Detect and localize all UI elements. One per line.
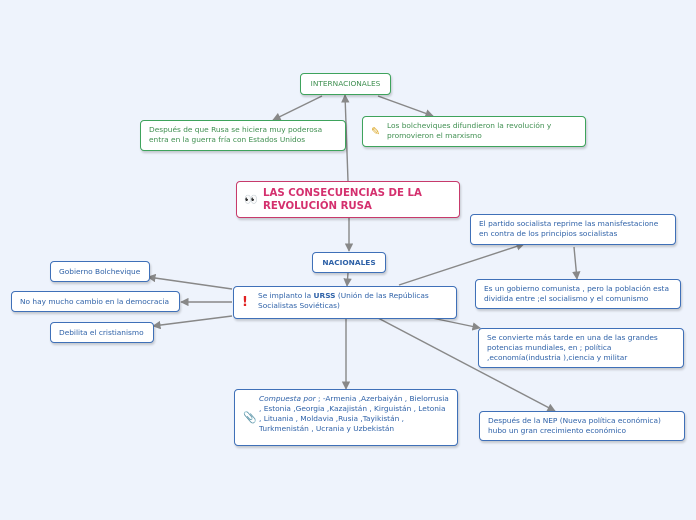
node-gobierno-bolchevique[interactable]: Gobierno Bolchevique [50,261,150,282]
cristianismo-text: Debilita el cristianismo [59,328,144,337]
link-urss-cristianismo [152,315,233,330]
paperclip-icon: 📎 [243,410,257,424]
composicion-italic: Compuesta por [259,394,316,403]
urss-bold: URSS [313,291,336,300]
node-gobierno-comunista[interactable]: Es un gobierno comunista , pero la pobla… [475,279,681,309]
link-center-internacionales [341,94,350,182]
partido-socialista-text: El partido socialista reprime las manisf… [479,219,659,238]
democracia-text: No hay mucho cambio en la democracia [20,297,169,306]
bolcheviques-text: Los bolcheviques difundieron la revoluci… [387,121,552,140]
link-int-guerra-fria [272,95,323,121]
urss-prefix: Se implanto la [258,291,314,300]
eyes-icon: 👀 [244,193,258,206]
node-guerra-fria[interactable]: Después de que Rusa se hiciera muy poder… [140,120,346,151]
link-urss-nep [377,317,556,412]
node-cristianismo[interactable]: Debilita el cristianismo [50,322,154,343]
link-nacionales-urss [343,272,352,287]
link-int-bolcheviques [377,95,434,118]
pencil-icon: ✎ [371,124,381,138]
central-topic[interactable]: 👀 LAS CONSECUENCIAS DE LA REVOLUCIÓN RUS… [236,181,460,218]
node-democracia[interactable]: No hay mucho cambio en la democracia [11,291,180,312]
node-nep[interactable]: Después de la NEP (Nueva política económ… [479,411,685,441]
link-urss-potencias [431,317,481,331]
node-internacionales[interactable]: INTERNACIONALES [300,73,391,95]
nacionales-label: NACIONALES [322,258,376,267]
node-composicion[interactable]: 📎 Compuesta por ; -Armenia ,Azerbaiyán ,… [234,389,458,446]
composicion-text: ; -Armenia ,Azerbaiyán , Bielorrusia , E… [259,394,449,433]
urss-suffix: (Unión de las Repúblicas Socialistas Sov… [258,291,429,310]
guerra-fria-text: Después de que Rusa se hiciera muy poder… [149,125,323,144]
link-urss-gobierno [147,273,233,290]
node-urss[interactable]: ! Se implanto la URSS (Unión de las Repú… [233,286,457,319]
gobierno-bolchevique-text: Gobierno Bolchevique [59,267,141,276]
node-potencias[interactable]: Se convierte más tarde en una de las gra… [478,328,684,368]
link-partido-gobierno-comunista [572,246,581,280]
node-partido-socialista[interactable]: El partido socialista reprime las manisf… [470,214,676,245]
node-bolcheviques[interactable]: ✎ Los bolcheviques difundieron la revolu… [362,116,586,147]
potencias-text: Se convierte más tarde en una de las gra… [487,333,658,362]
central-topic-title: LAS CONSECUENCIAS DE LA REVOLUCIÓN RUSA [263,188,422,212]
internacionales-label: INTERNACIONALES [310,79,381,88]
link-urss-partido [398,242,525,286]
node-nacionales[interactable]: NACIONALES [312,252,386,273]
nep-text: Después de la NEP (Nueva política económ… [488,416,661,435]
exclamation-icon: ! [242,294,248,310]
gobierno-comunista-text: Es un gobierno comunista , pero la pobla… [484,284,669,303]
